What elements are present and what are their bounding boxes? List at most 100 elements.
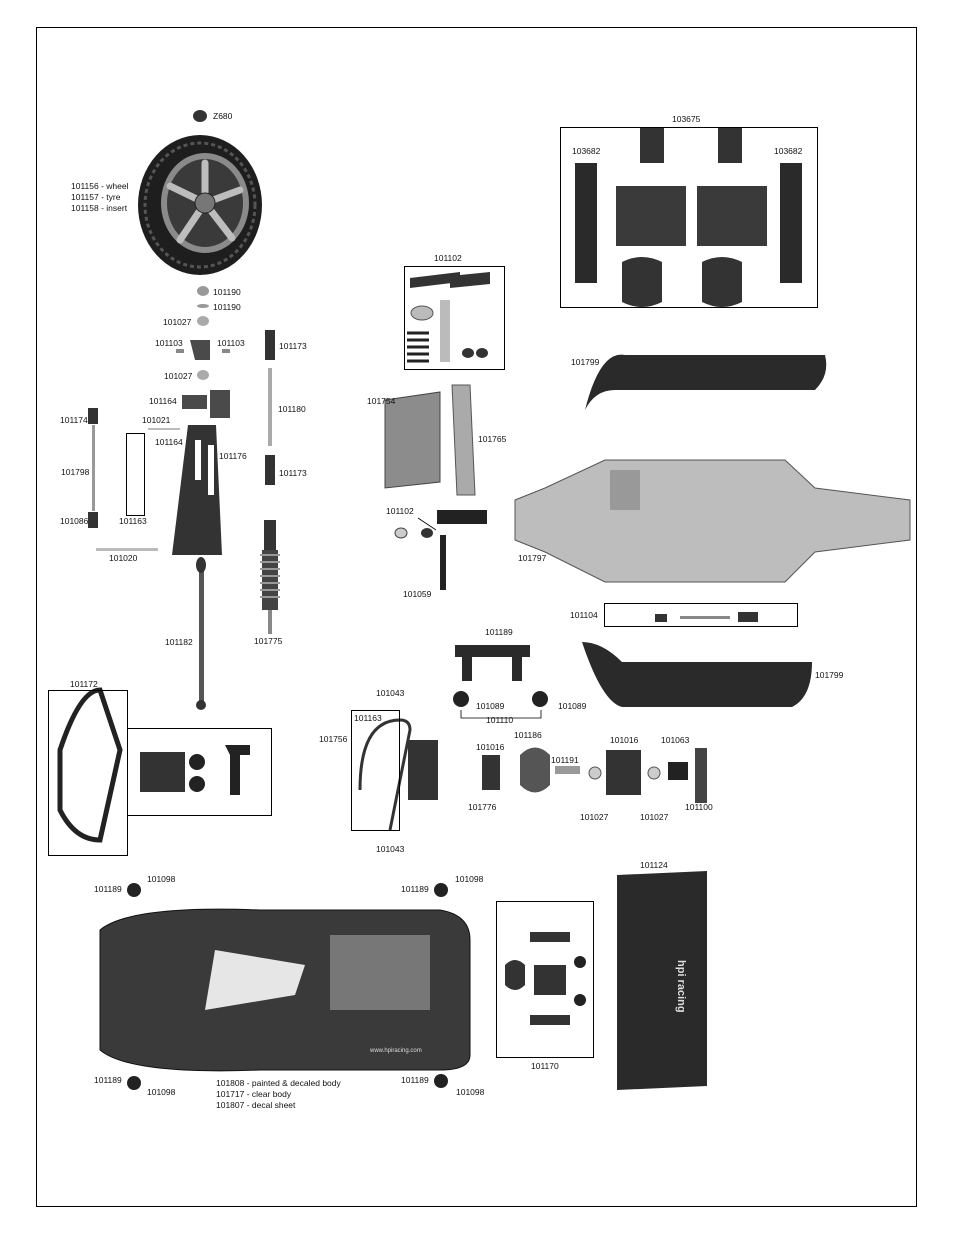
label-101173-b: 101173 [279, 468, 307, 478]
camber-link [265, 330, 275, 485]
label-101797: 101797 [518, 553, 547, 563]
label-101775: 101775 [254, 636, 283, 646]
wing-mount-parts [505, 932, 586, 1025]
label-101176: 101176 [219, 451, 247, 461]
label-101189-a: 101189 [485, 627, 513, 637]
drive-shaft [196, 557, 206, 710]
label-101110: 101110 [486, 715, 514, 725]
front-bumper [57, 687, 250, 843]
top-plate [384, 384, 487, 590]
label-101124: 101124 [640, 860, 668, 870]
label-101098-b: 101098 [455, 874, 484, 884]
body-shell: www.hpiracing.com [99, 908, 471, 1072]
steering-parts [407, 272, 490, 363]
label-101189-b: 101189 [94, 884, 122, 894]
box-101102 [404, 266, 505, 370]
box-101163-left [126, 433, 145, 516]
label-101027-b: 101027 [164, 371, 193, 381]
box-101172-b [127, 728, 272, 816]
label-101189-d: 101189 [94, 1075, 122, 1085]
body-washers [127, 883, 448, 1090]
label-101102-a: 101102 [434, 253, 462, 263]
label-101173-a: 101173 [279, 341, 307, 351]
label-101016-a: 101016 [476, 742, 505, 752]
leader-101102 [417, 517, 437, 531]
lower-arm [96, 425, 222, 555]
label-101799-b: 101799 [815, 670, 844, 680]
label-101754: 101754 [367, 396, 396, 406]
label-101027-d: 101027 [640, 812, 669, 822]
body-web-text: www.hpiracing.com [369, 1048, 422, 1054]
label-insert: 101158 - insert [71, 203, 128, 213]
label-101180: 101180 [278, 404, 306, 414]
label-101016-b: 101016 [610, 735, 639, 745]
label-101189-e: 101189 [401, 1075, 429, 1085]
label-101756: 101756 [319, 734, 348, 744]
label-tyre: 101157 - tyre [71, 192, 121, 202]
label-101098-c: 101098 [147, 1087, 176, 1097]
label-101027-c: 101027 [580, 812, 609, 822]
box-101104 [604, 603, 798, 627]
label-101104: 101104 [570, 610, 598, 620]
bulkhead-top [453, 645, 548, 707]
label-101765: 101765 [478, 434, 507, 444]
label-101799-a: 101799 [571, 357, 600, 367]
label-101100: 101100 [685, 802, 713, 812]
label-101086: 101086 [60, 516, 89, 526]
label-101174: 101174 [60, 415, 88, 425]
label-101021: 101021 [142, 415, 171, 425]
label-101163-a: 101163 [119, 516, 147, 526]
label-101170: 101170 [531, 1061, 559, 1071]
label-101182: 101182 [165, 637, 193, 647]
label-101043-a: 101043 [376, 688, 405, 698]
leader-101110 [460, 710, 542, 719]
label-101103-b: 101103 [217, 338, 245, 348]
hub-carrier-parts [176, 286, 230, 418]
label-body-painted: 101808 - painted & decaled body [216, 1078, 341, 1088]
label-101102-b: 101102 [386, 506, 414, 516]
wheel-assembly [138, 110, 262, 275]
turnbuckle [655, 612, 758, 622]
label-101190-b: 101190 [213, 302, 241, 312]
label-wheel: 101156 - wheel [71, 181, 129, 191]
label-101043-b: 101043 [376, 844, 405, 854]
label-body-clear: 101717 - clear body [216, 1089, 292, 1099]
label-101089-b: 101089 [558, 701, 587, 711]
box-101170 [496, 901, 594, 1058]
box-101163-right [351, 710, 400, 831]
page-frame [36, 27, 917, 1207]
steering-link [88, 408, 98, 528]
bulkhead-diff [408, 740, 707, 803]
label-101191: 101191 [551, 755, 579, 765]
label-103682-b: 103682 [774, 146, 803, 156]
chassis-plate [514, 459, 911, 583]
side-guard-lower [582, 642, 812, 707]
battery-box [575, 128, 802, 307]
label-101089-a: 101089 [476, 701, 505, 711]
label-101027-a: 101027 [163, 317, 192, 327]
label-101063: 101063 [661, 735, 690, 745]
label-101189-c: 101189 [401, 884, 429, 894]
box-103675 [560, 127, 818, 308]
label-103675: 103675 [672, 114, 701, 124]
label-body-decal: 101807 - decal sheet [216, 1100, 296, 1110]
rear-wing: hpi racing [617, 871, 707, 1090]
label-103682-a: 103682 [572, 146, 601, 156]
label-101172: 101172 [70, 679, 98, 689]
side-guard-upper [585, 354, 827, 410]
label-101186: 101186 [514, 730, 542, 740]
label-101098-a: 101098 [147, 874, 176, 884]
label-101163-b: 101163 [354, 713, 382, 723]
label-101798: 101798 [61, 467, 90, 477]
wing-brand-text: hpi racing [675, 960, 687, 1013]
label-101059: 101059 [403, 589, 432, 599]
label-101776: 101776 [468, 802, 497, 812]
label-101020: 101020 [109, 553, 138, 563]
label-101164-b: 101164 [155, 437, 183, 447]
label-101164-a: 101164 [149, 396, 177, 406]
label-101098-d: 101098 [456, 1087, 485, 1097]
label-z680: Z680 [213, 111, 233, 121]
shock-absorber [260, 520, 280, 634]
box-101172 [48, 690, 128, 856]
